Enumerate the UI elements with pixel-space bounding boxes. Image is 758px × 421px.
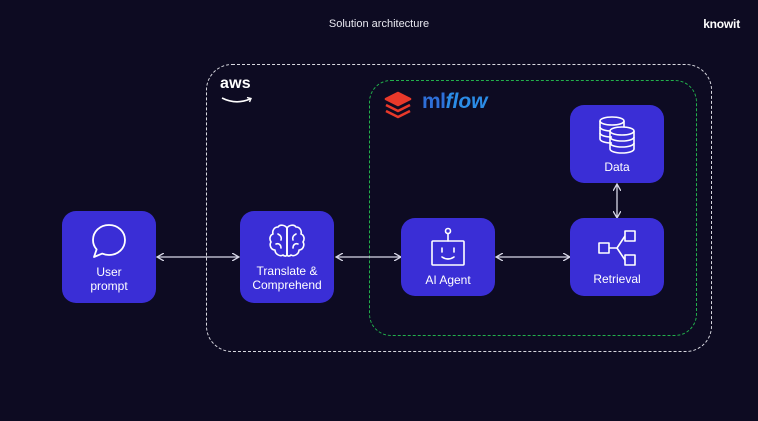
database-icon (599, 116, 635, 154)
databricks-boundary (369, 80, 697, 336)
retrieval-node: Retrieval (570, 218, 664, 296)
aws-boundary (206, 64, 712, 352)
user-prompt-label: User prompt (90, 265, 128, 293)
mlflow-logo-flow: flow (445, 90, 488, 113)
robot-icon (431, 227, 465, 266)
user-prompt-node: User prompt (62, 211, 156, 303)
databricks-logo-icon (384, 91, 412, 119)
data-node: Data (570, 105, 664, 183)
mlflow-logo: mlflow (422, 90, 488, 114)
chat-bubble-icon (92, 224, 126, 258)
hierarchy-icon (598, 230, 636, 266)
translate-node: Translate & Comprehend (240, 211, 334, 303)
translate-label: Translate & Comprehend (252, 264, 322, 292)
ai-agent-node: AI Agent (401, 218, 495, 296)
ai-agent-label: AI Agent (425, 273, 471, 287)
brain-icon (269, 224, 305, 257)
brand-logo: knowit (703, 17, 740, 31)
retrieval-label: Retrieval (593, 272, 641, 286)
aws-logo: aws (220, 76, 256, 110)
mlflow-logo-ml: ml (422, 90, 446, 113)
data-label: Data (604, 160, 630, 174)
page-title: Solution architecture (328, 18, 430, 30)
aws-logo-text: aws (220, 75, 251, 92)
aws-smile-icon (221, 96, 252, 103)
